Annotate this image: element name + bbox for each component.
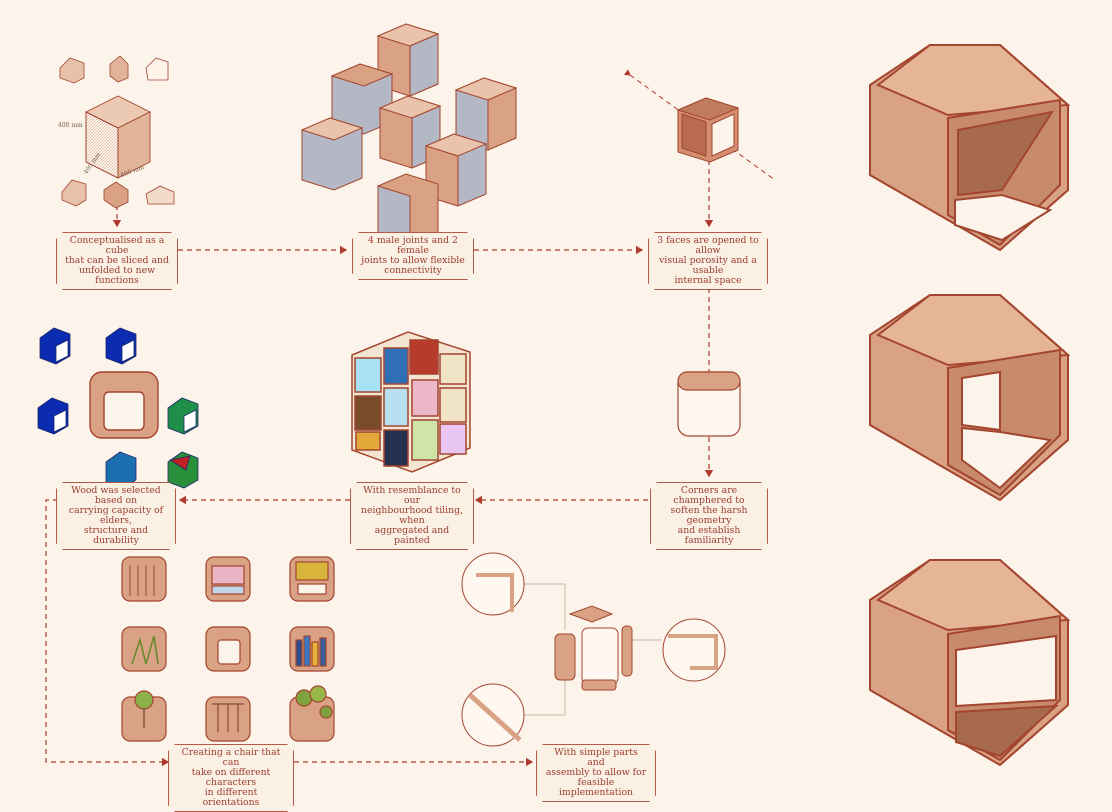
chair-variant-yellow-seat xyxy=(289,556,335,602)
assembly-detail-top xyxy=(461,552,525,616)
joint-cube-mid-left xyxy=(300,117,364,191)
tiling-cube-icon xyxy=(351,331,471,473)
arrow-wood-to-chair xyxy=(45,499,170,767)
chair-variant-slatted xyxy=(121,556,167,602)
main-cube-icon xyxy=(84,95,152,179)
axis-through-open-cube xyxy=(623,69,776,181)
chair-variant-shelf-stripes xyxy=(205,556,251,602)
unfolded-slices-icon xyxy=(61,179,175,209)
joint-cube-bottom xyxy=(377,173,439,245)
stool-render-middle xyxy=(869,294,1071,502)
joint-cube-mid-right xyxy=(424,133,488,207)
stress-cube-3 xyxy=(37,397,69,435)
joint-cubes-group xyxy=(300,23,518,245)
open-cube-icon xyxy=(676,97,740,163)
chamfered-outline-cube xyxy=(677,371,741,437)
stool-render-top xyxy=(869,44,1071,252)
assembly-group xyxy=(461,552,726,747)
chair-variants-group xyxy=(121,556,335,742)
stress-cube-6 xyxy=(167,451,199,489)
chair-variant-hanging xyxy=(205,696,251,742)
chair-variant-plants xyxy=(121,626,167,672)
stress-cube-4 xyxy=(167,397,199,435)
stool-render-bottom xyxy=(869,559,1071,767)
exploded-stool xyxy=(554,605,633,691)
assembly-detail-right xyxy=(662,618,726,682)
detail-leaders xyxy=(524,583,662,716)
chair-variant-open xyxy=(205,626,251,672)
chair-variant-planter xyxy=(289,685,335,742)
joint-cube-top xyxy=(376,23,440,97)
stress-cube-1 xyxy=(39,327,71,365)
sliced-cube-icon xyxy=(59,55,169,84)
chamfered-wood-cube xyxy=(89,371,159,439)
flow-arrows xyxy=(45,69,776,767)
assembly-detail-bottom xyxy=(461,683,525,747)
joint-cube-left xyxy=(330,63,394,135)
stress-cube-2 xyxy=(105,327,137,365)
joint-cube-center xyxy=(378,95,442,169)
dimension-height: 400 mm xyxy=(58,122,83,129)
concept-cube-group xyxy=(59,55,175,209)
stress-analysis-group xyxy=(37,327,199,489)
chair-variant-tree xyxy=(121,690,167,742)
chair-variant-bookshelf xyxy=(289,626,335,672)
